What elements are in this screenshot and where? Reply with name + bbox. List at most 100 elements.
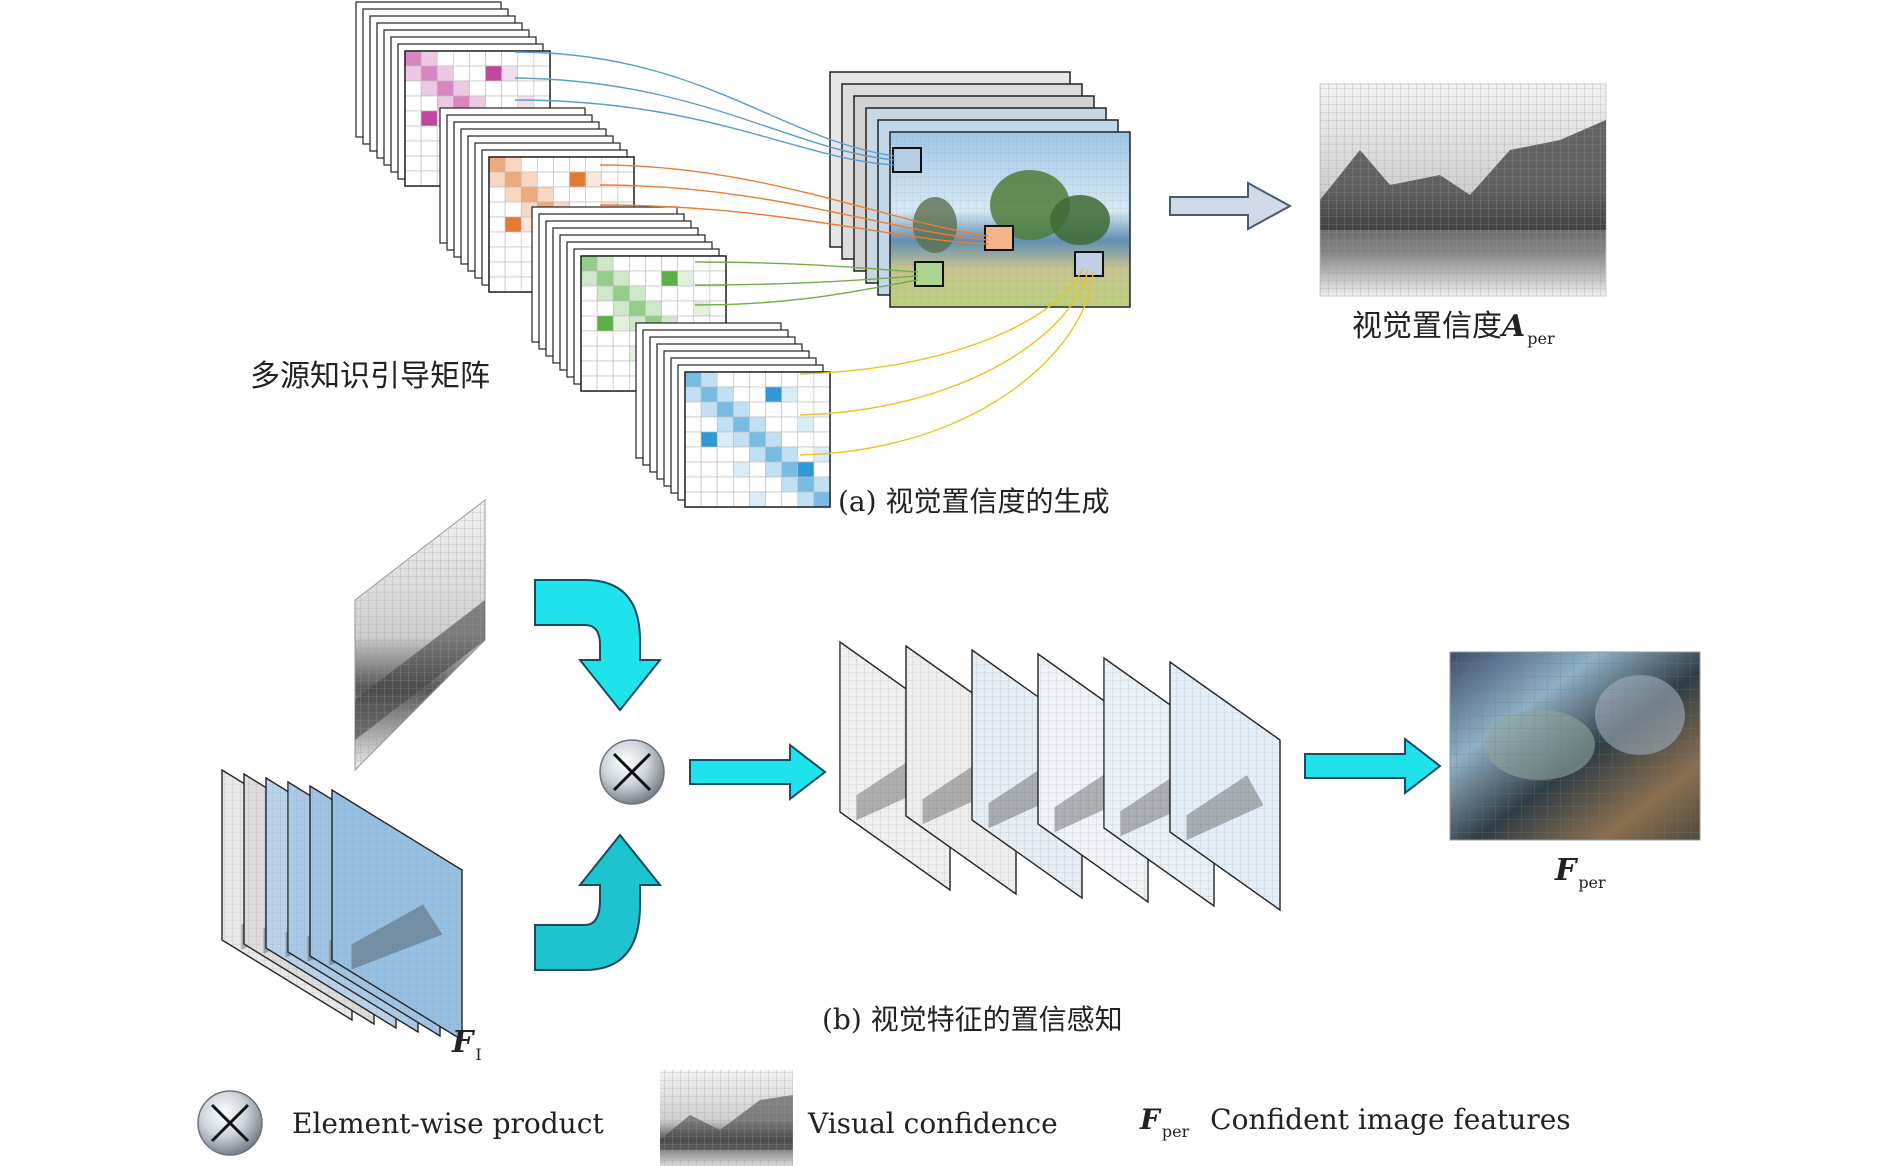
blue-matrix-cell: [684, 416, 702, 433]
blue-matrix-cell: [813, 461, 831, 478]
green-matrix-cell: [693, 300, 711, 317]
green-matrix-cell: [580, 375, 598, 392]
pink-matrix-cell: [485, 50, 502, 67]
blue-matrix-cell: [749, 431, 766, 448]
legend-product-text: Element-wise product: [292, 1107, 604, 1140]
green-matrix-cell: [629, 270, 646, 287]
green-matrix-cell: [612, 270, 630, 287]
green-matrix-cell: [677, 285, 695, 302]
blue-matrix-cell: [813, 416, 831, 433]
orange-matrix-cell: [520, 171, 538, 188]
orange-matrix-cell: [553, 186, 570, 203]
green-matrix-cell: [693, 270, 711, 287]
blue-matrix-cell: [813, 491, 831, 508]
orange-matrix-cell: [504, 171, 522, 188]
blue-matrix-cell: [716, 431, 734, 448]
mult-shade: [1186, 775, 1264, 841]
green-matrix-cell: [629, 300, 646, 317]
pink-matrix-cell: [517, 50, 535, 67]
green-matrix-cell: [596, 315, 614, 332]
green-matrix-cell: [580, 345, 598, 362]
pink-matrix-cell: [453, 65, 470, 82]
blue-matrix-cell: [813, 476, 831, 493]
blue-matrix-front: [684, 371, 831, 508]
blue-matrix-cell: [813, 431, 831, 448]
pink-matrix-cell: [501, 80, 519, 97]
image-feature-stack: [829, 71, 1131, 308]
cyan-arrow-down: [534, 579, 663, 712]
orange-matrix-cell: [569, 171, 586, 188]
blue-matrix-cell: [781, 401, 799, 418]
orange-matrix-cell: [504, 231, 522, 248]
mult-grid: [1170, 662, 1280, 910]
green-matrix-cell: [709, 285, 727, 302]
pink-matrix-cell: [420, 110, 438, 127]
pink-matrix-cell: [420, 80, 438, 97]
blue-matrix-cell: [700, 401, 718, 418]
blue-matrix-cell: [797, 491, 815, 508]
patch-blue-highlight: [892, 147, 922, 173]
pink-matrix-cell: [420, 95, 438, 112]
blue-matrix-cell: [781, 371, 799, 388]
orange-matrix-cell: [585, 171, 603, 188]
pink-matrix-cell: [404, 110, 422, 127]
blue-matrix-cell: [797, 386, 815, 403]
orange-matrix-cell: [488, 276, 506, 293]
orange-matrix-cell: [488, 246, 506, 263]
element-wise-product-op: [599, 739, 665, 805]
orange-matrix-cell: [520, 156, 538, 173]
pink-matrix-cell: [404, 80, 422, 97]
green-matrix-cell: [596, 285, 614, 302]
green-matrix-cell: [596, 345, 614, 362]
blue-matrix-cell: [797, 416, 815, 433]
pink-matrix-cell: [436, 65, 454, 82]
blue-matrix-cell: [700, 476, 718, 493]
green-matrix-cell: [596, 300, 614, 317]
blue-matrix-cell: [781, 416, 799, 433]
green-matrix-cell: [596, 255, 614, 272]
legend-features-subscript: per: [1161, 1122, 1190, 1141]
blue-matrix-cell: [733, 386, 750, 403]
f-per-symbol: F: [1555, 853, 1577, 888]
orange-matrix-cell: [488, 216, 506, 233]
pink-links: [514, 51, 896, 166]
green-matrix-cell: [645, 285, 662, 302]
blue-matrix-cell: [684, 461, 702, 478]
pink-matrix-cell: [404, 50, 422, 67]
blue-matrix-cell: [781, 431, 799, 448]
pink-matrix-cell: [420, 125, 438, 142]
green-matrix-cell: [612, 330, 630, 347]
pink-matrix-cell: [436, 80, 454, 97]
green-matrix-cell: [612, 285, 630, 302]
blue-matrix-cell: [765, 476, 782, 493]
blue-matrix-cell: [781, 491, 799, 508]
blue-matrix-cell: [781, 446, 799, 463]
pink-matrix-cell: [469, 80, 486, 97]
pink-matrix-cell: [485, 65, 502, 82]
pink-matrix-cell: [420, 140, 438, 157]
orange-matrix-cell: [504, 246, 522, 263]
green-matrix-cell: [709, 270, 727, 287]
blue-matrix-cell: [781, 476, 799, 493]
pink-matrix-cell: [404, 170, 422, 187]
green-matrix-cell: [645, 300, 662, 317]
green-matrix-cell: [661, 255, 678, 272]
gray-arrow-a: [1169, 181, 1293, 231]
blue-matrix-cell: [813, 386, 831, 403]
green-links: [694, 261, 919, 306]
green-matrix-cell: [629, 255, 646, 272]
patch-yellow-highlight: [1074, 251, 1104, 277]
legend-confidence-text: Visual confidence: [808, 1107, 1058, 1140]
green-matrix-cell: [693, 285, 711, 302]
blue-matrix-cell: [765, 461, 782, 478]
green-matrix-cell: [596, 375, 614, 392]
green-matrix-cell: [709, 300, 727, 317]
green-matrix-cell: [661, 300, 678, 317]
orange-matrix-cell: [569, 156, 586, 173]
legend-confidence-thumbnail: [660, 1070, 793, 1166]
pink-matrix-cell: [469, 50, 486, 67]
pink-matrix-cell: [453, 50, 470, 67]
blue-matrix-cell: [781, 461, 799, 478]
